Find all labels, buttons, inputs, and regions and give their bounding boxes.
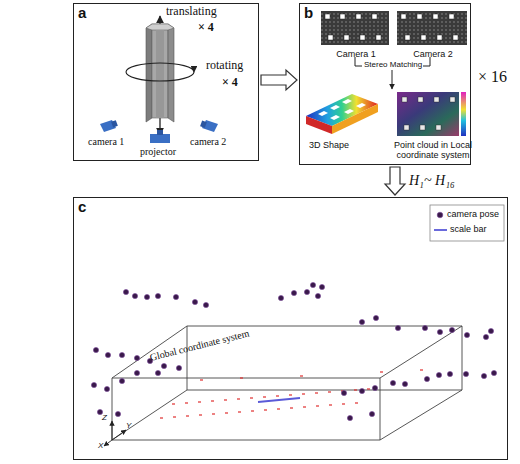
image-caption: Camera 2 [386, 49, 480, 59]
image-caption: Camera 1 [310, 49, 402, 59]
panel-letter: b [304, 4, 313, 21]
device-label: camera 2 [190, 136, 226, 148]
image-tile: Point cloud in Local coordinate system [398, 93, 468, 137]
image-caption: Point cloud in Local coordinate system [386, 140, 480, 160]
image-tile: Camera 2 [398, 12, 468, 46]
figure-panel: bCamera 1Camera 23D ShapePoint cloud in … [299, 3, 471, 165]
image-tile: 3D Shape [307, 93, 379, 137]
axis-letter: Z [102, 413, 107, 423]
count-label: × 4 [198, 20, 214, 34]
block-arrow [385, 167, 405, 195]
motion-label: rotating [206, 58, 243, 72]
axis-letter: Y [126, 421, 131, 431]
legend-text: camera pose [447, 209, 499, 220]
process-label: Stereo Matching [363, 60, 423, 70]
axis-letter: X [98, 441, 103, 451]
block-arrow [261, 70, 297, 90]
count-label: × 16 [478, 68, 507, 86]
device-label: projector [140, 146, 176, 158]
image-tile: Camera 1 [322, 12, 390, 46]
count-label: × 4 [222, 75, 238, 89]
panel-letter: a [78, 4, 86, 21]
legend-text: scale bar [450, 224, 487, 235]
edge-label: H₁~ H₁₆ [409, 173, 455, 189]
device-label: camera 1 [88, 136, 124, 148]
motion-label: translating [166, 4, 217, 18]
figure-panel: c [73, 197, 508, 460]
image-caption: 3D Shape [299, 140, 359, 150]
axis-caption: Global coordinate system [149, 327, 251, 363]
panel-letter: c [78, 198, 86, 215]
